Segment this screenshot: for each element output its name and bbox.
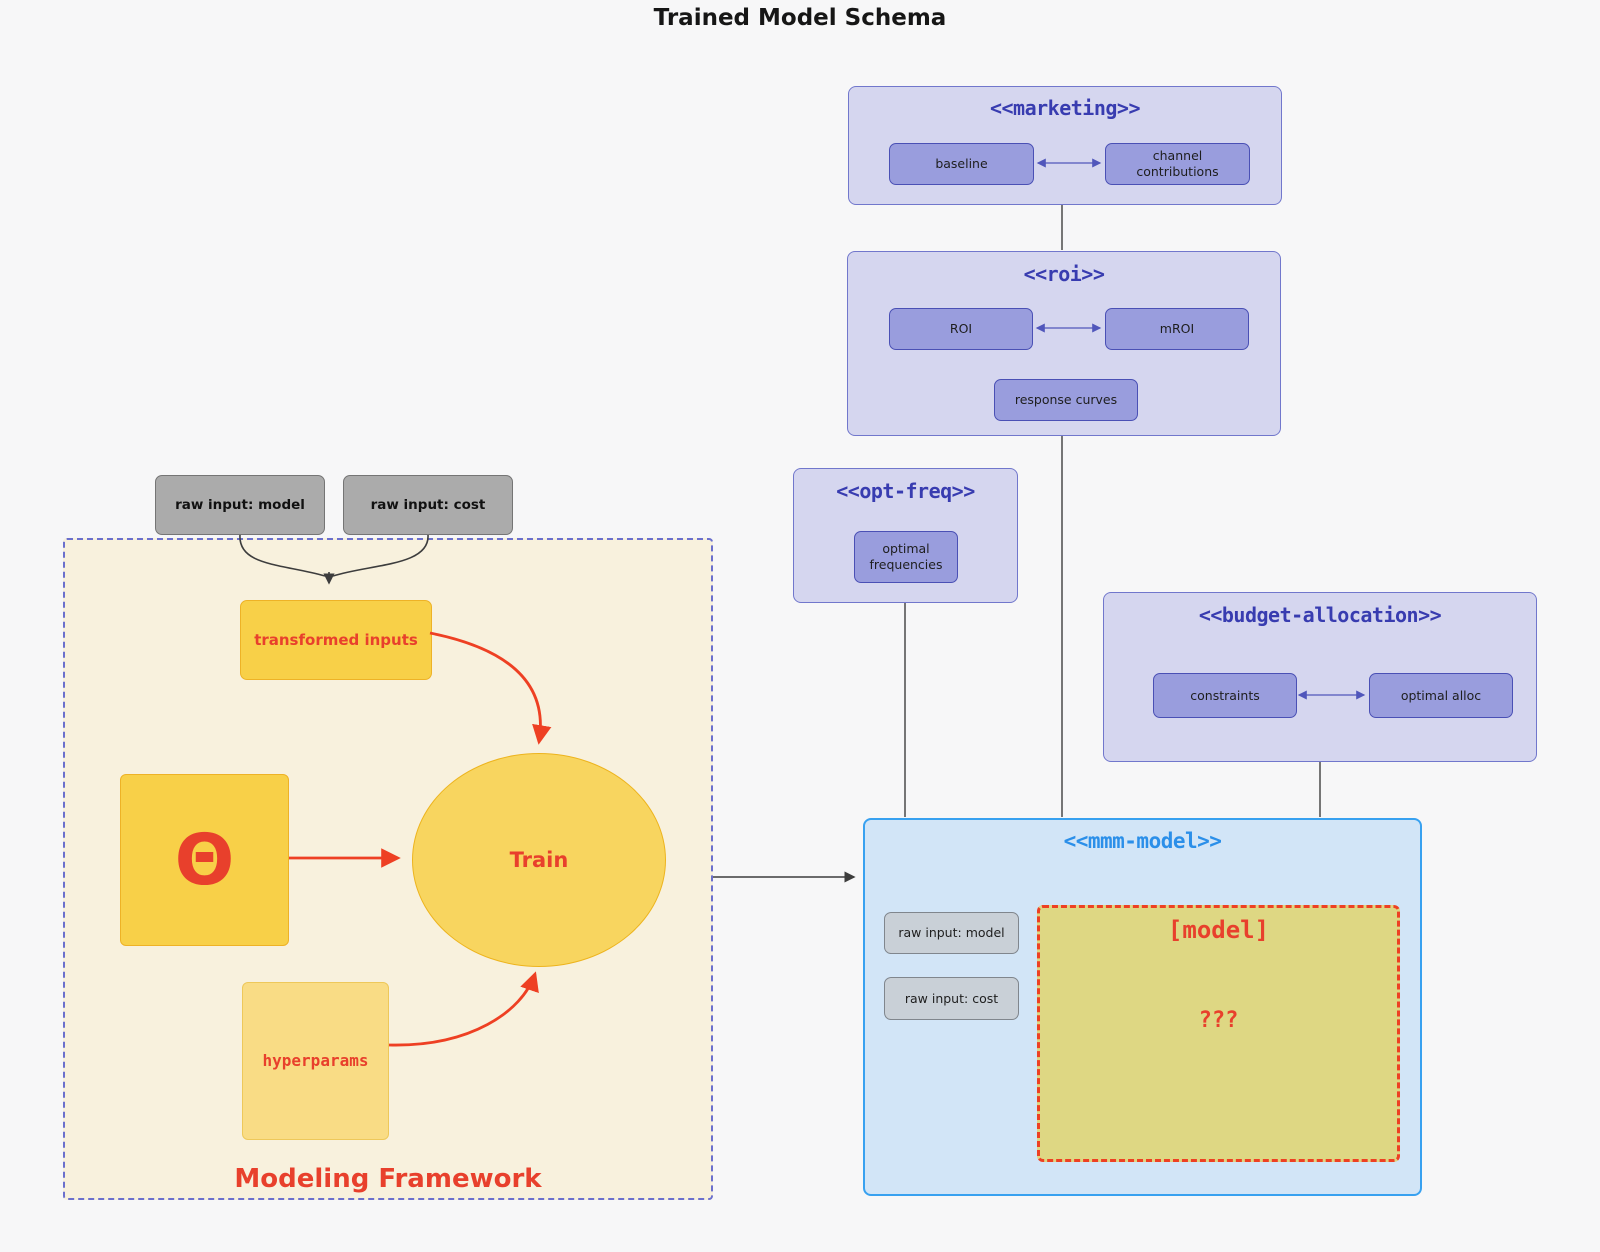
node-constraints: constraints (1147, 667, 1297, 718)
node-channel-contributions: channel contributions (1099, 137, 1250, 185)
node-train: Train (412, 753, 666, 967)
node-hyperparams: hyperparams (236, 976, 389, 1140)
node-optimal-alloc: optimal alloc (1363, 667, 1513, 718)
node-mmm-raw-input-cost: raw input: cost (878, 971, 1019, 1020)
node-mmm-raw-input-model: raw input: model (878, 906, 1019, 954)
cluster-budget-allocation: <<budget-allocation>> constraints optima… (1103, 592, 1537, 762)
node-theta: Θ (114, 768, 289, 946)
cluster-opt-freq-title: <<opt-freq>> (836, 479, 975, 503)
cluster-marketing: <<marketing>> baseline channel contribut… (848, 86, 1282, 205)
cluster-mmm-model-title: <<mmm-model>> (1063, 829, 1222, 853)
model-box-label: [model] (1167, 916, 1270, 944)
model-box-placeholder: ??? (1198, 1008, 1239, 1033)
node-response-curves: response curves (988, 373, 1138, 421)
cluster-modeling-framework: transformed inputs Θ Train hyperparams M… (63, 538, 713, 1200)
node-raw-input-cost: raw input: cost (337, 469, 513, 535)
node-optimal-frequencies: optimal frequencies (848, 525, 958, 583)
cluster-roi: <<roi>> ROI mROI response curves (847, 251, 1281, 436)
node-transformed-inputs: transformed inputs (234, 594, 432, 680)
node-model-box: [model] ??? (1037, 905, 1400, 1162)
node-roi: ROI (883, 302, 1033, 350)
cluster-budget-allocation-title: <<budget-allocation>> (1198, 603, 1442, 627)
node-raw-input-model: raw input: model (149, 469, 325, 535)
node-baseline: baseline (883, 137, 1034, 185)
node-mroi: mROI (1099, 302, 1249, 350)
cluster-mmm-model: <<mmm-model>> raw input: model raw input… (863, 818, 1422, 1196)
cluster-opt-freq: <<opt-freq>> optimal frequencies (793, 468, 1018, 603)
cluster-roi-title: <<roi>> (1023, 262, 1105, 286)
cluster-marketing-title: <<marketing>> (989, 96, 1141, 120)
diagram-title: Trained Model Schema (653, 5, 947, 31)
framework-label: Modeling Framework (234, 1164, 542, 1194)
